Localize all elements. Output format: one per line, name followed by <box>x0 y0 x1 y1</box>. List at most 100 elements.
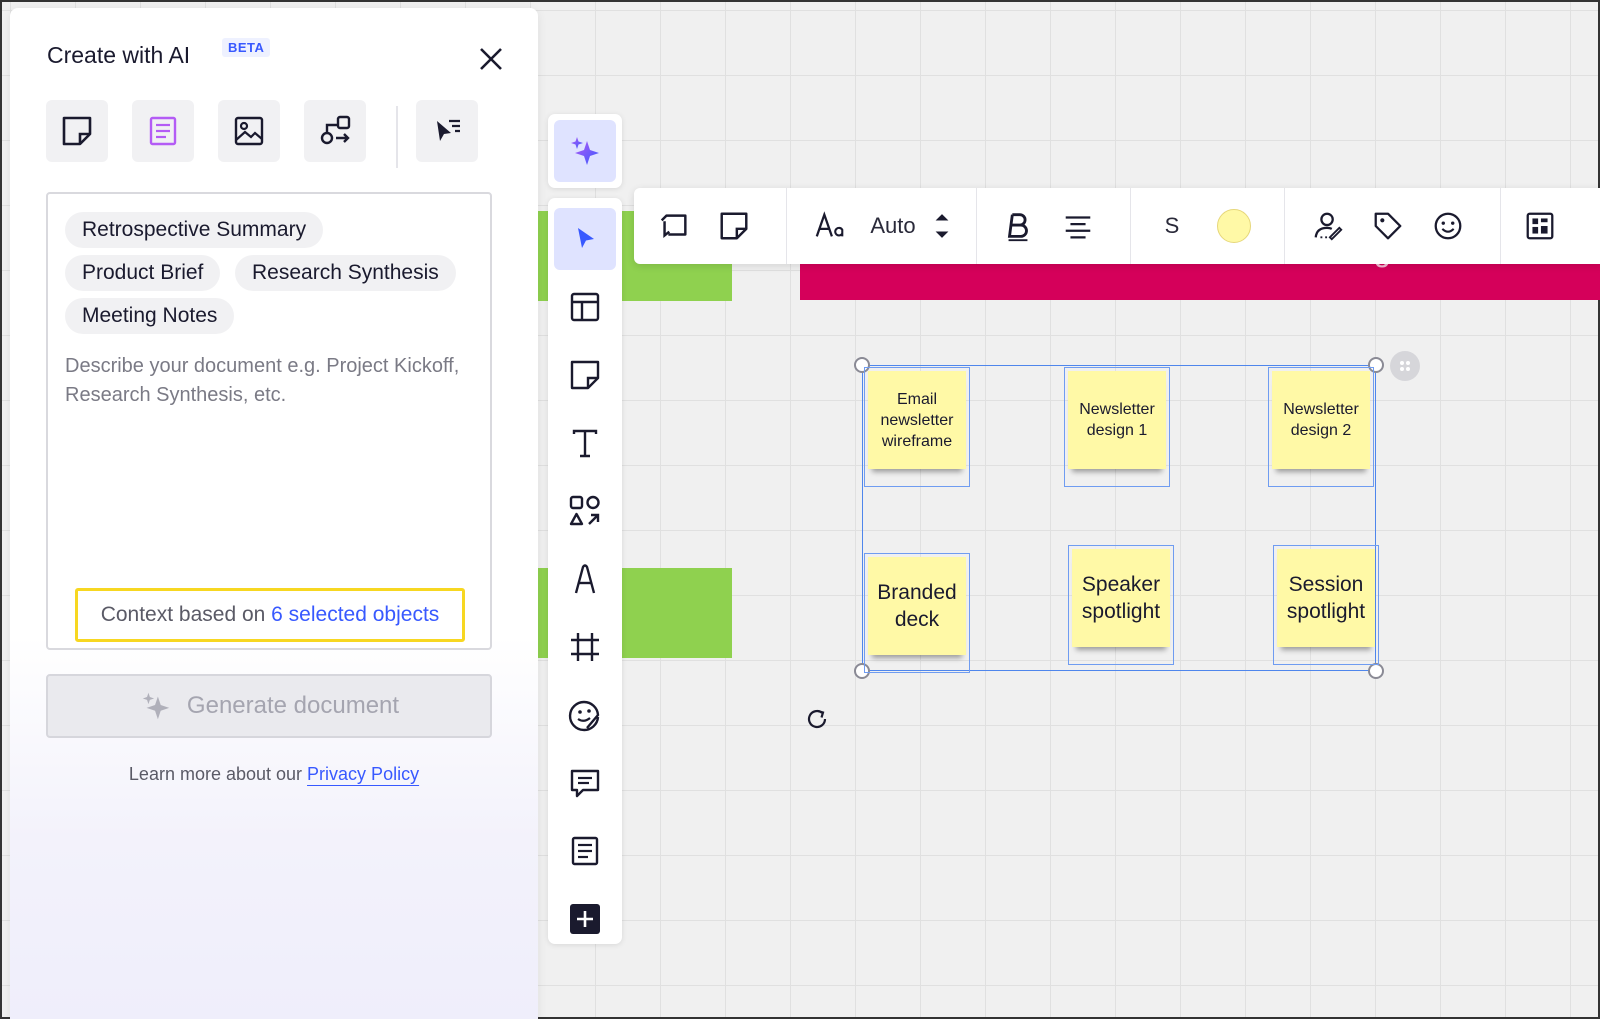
mode-select-button[interactable] <box>416 100 478 162</box>
sticky-text: Newsletter design 2 <box>1283 401 1359 439</box>
sticky-note[interactable]: Email newsletter wireframe <box>868 371 966 469</box>
more-options-button[interactable] <box>1514 200 1566 252</box>
assign-user-icon <box>1314 212 1343 241</box>
prompt-box[interactable]: Retrospective Summary Product Brief Rese… <box>46 192 492 650</box>
suggestion-chip[interactable]: Product Brief <box>65 255 221 291</box>
layout-icon <box>570 292 600 322</box>
font-button[interactable] <box>804 200 856 252</box>
sticky-shape-button[interactable] <box>708 200 760 252</box>
suggestion-chip[interactable]: Research Synthesis <box>235 255 456 291</box>
prompt-placeholder[interactable]: Describe your document e.g. Project Kick… <box>65 355 460 406</box>
sticky-note[interactable]: Newsletter design 1 <box>1068 371 1166 469</box>
sticky-note[interactable]: Speaker spotlight <box>1072 549 1170 647</box>
diagram-icon <box>320 115 351 145</box>
ai-sparkle-button[interactable] <box>554 120 616 182</box>
tag-button[interactable] <box>1362 200 1414 252</box>
pen-tool-button[interactable] <box>554 548 616 610</box>
text-tool-button[interactable] <box>554 412 616 474</box>
mode-diagram-button[interactable] <box>304 100 366 162</box>
close-button[interactable] <box>476 44 506 74</box>
sticky-outline <box>864 367 970 487</box>
suggestion-chip[interactable]: Retrospective Summary <box>65 212 324 248</box>
rotate-icon[interactable] <box>803 705 831 733</box>
left-toolbar <box>548 198 622 944</box>
templates-tool-button[interactable] <box>554 276 616 338</box>
align-button[interactable] <box>1052 200 1104 252</box>
learn-more-text: Learn more about our <box>128 764 303 784</box>
emoji-icon <box>1434 212 1462 240</box>
layout-icon <box>1526 212 1554 240</box>
color-swatch <box>1217 209 1251 243</box>
sticky-text: Session spotlight <box>1286 573 1366 623</box>
sticky-note-icon <box>62 116 92 146</box>
toolbar-divider <box>1500 188 1501 264</box>
sticky-outline <box>1068 545 1174 665</box>
frame-tool-button[interactable] <box>554 616 616 678</box>
sticky-note-icon <box>720 212 748 240</box>
ai-tool-container <box>548 114 622 188</box>
create-with-ai-panel: Create with AI BETA Retrospective Summar… <box>10 8 538 1019</box>
sticky-outline <box>1064 367 1170 487</box>
suggestion-chip[interactable]: Meeting Notes <box>65 298 235 334</box>
sticker-icon <box>568 700 600 732</box>
generate-document-button[interactable]: Generate document <box>46 674 492 738</box>
sparkle-icon <box>571 137 599 165</box>
sticky-text: Email newsletter wireframe <box>880 390 954 450</box>
sparkle-icon <box>142 692 170 720</box>
plus-icon <box>570 904 600 934</box>
toolbar-divider <box>976 188 977 264</box>
generate-label: Generate document <box>186 692 400 719</box>
shapes-icon <box>569 495 600 526</box>
emoji-button[interactable] <box>1422 200 1474 252</box>
toolbar-divider <box>786 188 787 264</box>
privacy-note: Learn more about our Privacy Policy <box>10 764 538 785</box>
toolbar-divider <box>1130 188 1131 264</box>
comment-tool-button[interactable] <box>554 752 616 814</box>
sticky-color-button[interactable] <box>1208 200 1260 252</box>
panel-title: Create with AI <box>47 42 191 68</box>
resize-handle-top-left[interactable] <box>854 357 870 373</box>
mode-sticky-notes-button[interactable] <box>46 100 108 162</box>
resize-handle-bottom-right[interactable] <box>1368 663 1384 679</box>
resize-handle-bottom-left[interactable] <box>854 663 870 679</box>
more-tools-button[interactable] <box>554 888 616 950</box>
align-center-icon <box>1065 216 1091 239</box>
sticky-note-icon <box>570 360 600 390</box>
sticky-text: Newsletter design 1 <box>1079 401 1155 439</box>
mode-image-button[interactable] <box>218 100 280 162</box>
sticky-note[interactable]: Session spotlight <box>1277 549 1375 647</box>
sticky-note[interactable]: Newsletter design 2 <box>1272 371 1370 469</box>
select-tool-button[interactable] <box>554 208 616 270</box>
image-icon <box>234 116 264 146</box>
drag-grip-icon[interactable] <box>1390 351 1420 381</box>
pen-icon <box>574 564 596 594</box>
privacy-policy-link[interactable]: Privacy Policy <box>307 764 420 784</box>
sticky-note[interactable]: Branded deck <box>868 557 966 655</box>
beta-badge: BETA <box>222 38 271 57</box>
context-indicator: Context based on 6 selected objects <box>75 588 465 642</box>
frame-icon <box>571 633 599 661</box>
switch-type-icon <box>660 214 687 238</box>
document-tool-button[interactable] <box>554 820 616 882</box>
stepper-arrows-icon <box>935 214 949 238</box>
sticker-tool-button[interactable] <box>554 684 616 746</box>
selected-objects-link[interactable]: 6 selected objects <box>271 603 440 626</box>
sticky-size-button[interactable]: S <box>1164 213 1180 238</box>
mode-divider <box>396 106 398 168</box>
assign-button[interactable] <box>1302 200 1354 252</box>
sticky-outline <box>864 553 970 673</box>
context-toolbar: Auto S <box>634 188 1600 264</box>
document-icon <box>149 116 177 146</box>
font-size-stepper[interactable] <box>926 200 958 252</box>
mode-document-button[interactable] <box>132 100 194 162</box>
font-size-value[interactable]: Auto <box>870 213 916 238</box>
cursor-icon <box>578 228 594 248</box>
shapes-tool-button[interactable] <box>554 480 616 542</box>
selection-frame[interactable] <box>862 365 1376 671</box>
sticky-note-tool-button[interactable] <box>554 344 616 406</box>
context-prefix: Context based on <box>100 603 266 626</box>
resize-handle-top-right[interactable] <box>1368 357 1384 373</box>
comment-icon <box>570 769 600 798</box>
switch-type-button[interactable] <box>648 200 700 252</box>
bold-button[interactable] <box>992 200 1044 252</box>
